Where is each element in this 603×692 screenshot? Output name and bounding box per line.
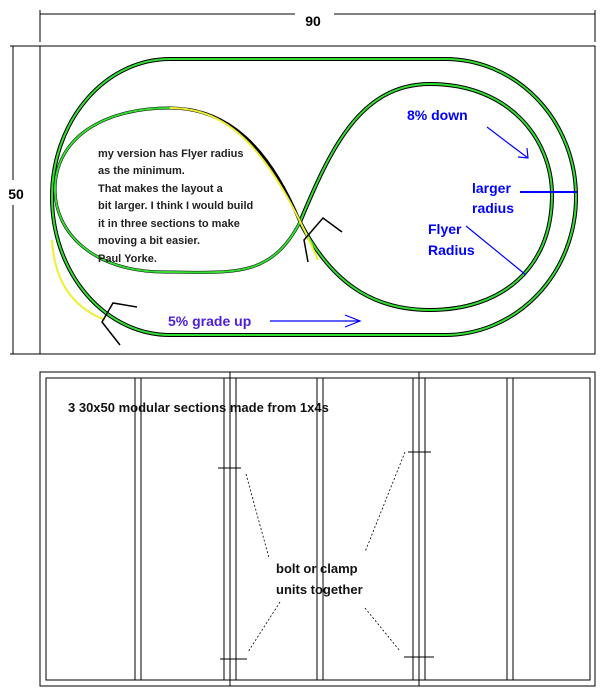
note-line: it in three sections to make <box>98 218 240 230</box>
layout-board <box>39 45 596 355</box>
clamp-markers <box>218 451 434 660</box>
clamp-leader-lines <box>245 451 406 653</box>
note-line: bit larger. I think I would build <box>98 200 253 212</box>
right-track-loop <box>298 81 555 313</box>
flyer-radius-label: Radius <box>428 242 475 258</box>
bridge-marker-left <box>101 302 138 346</box>
height-dimension <box>10 45 40 355</box>
flyer-radius-pointer <box>465 225 527 276</box>
grade-down-arrow <box>486 126 529 159</box>
width-label: 90 <box>305 13 321 29</box>
clamp-note: bolt or clamp <box>276 561 358 576</box>
grade-down-label: 8% down <box>407 107 468 123</box>
grade-up-arrow <box>270 314 362 328</box>
larger-radius-label: radius <box>472 200 514 216</box>
note-line: as the minimum. <box>98 165 185 177</box>
height-label: 50 <box>8 186 24 202</box>
larger-radius-label: larger <box>472 180 511 196</box>
sections-frame <box>39 371 596 687</box>
bridge-marker-center <box>303 216 343 263</box>
outer-track-loop <box>50 57 578 337</box>
sections-title: 3 30x50 modular sections made from 1x4s <box>68 400 329 415</box>
width-dimension <box>39 10 596 42</box>
note-line: Paul Yorke. <box>98 253 157 265</box>
note-line: moving a bit easier. <box>98 235 200 247</box>
note-line: That makes the layout a <box>98 183 224 195</box>
layout-note: my version has Flyer radius as the minim… <box>98 148 253 265</box>
flyer-radius-label: Flyer <box>428 221 462 237</box>
left-track-loop <box>51 106 319 321</box>
grade-up-label: 5% grade up <box>168 313 251 329</box>
note-line: my version has Flyer radius <box>98 148 244 160</box>
clamp-note: units together <box>276 582 363 597</box>
